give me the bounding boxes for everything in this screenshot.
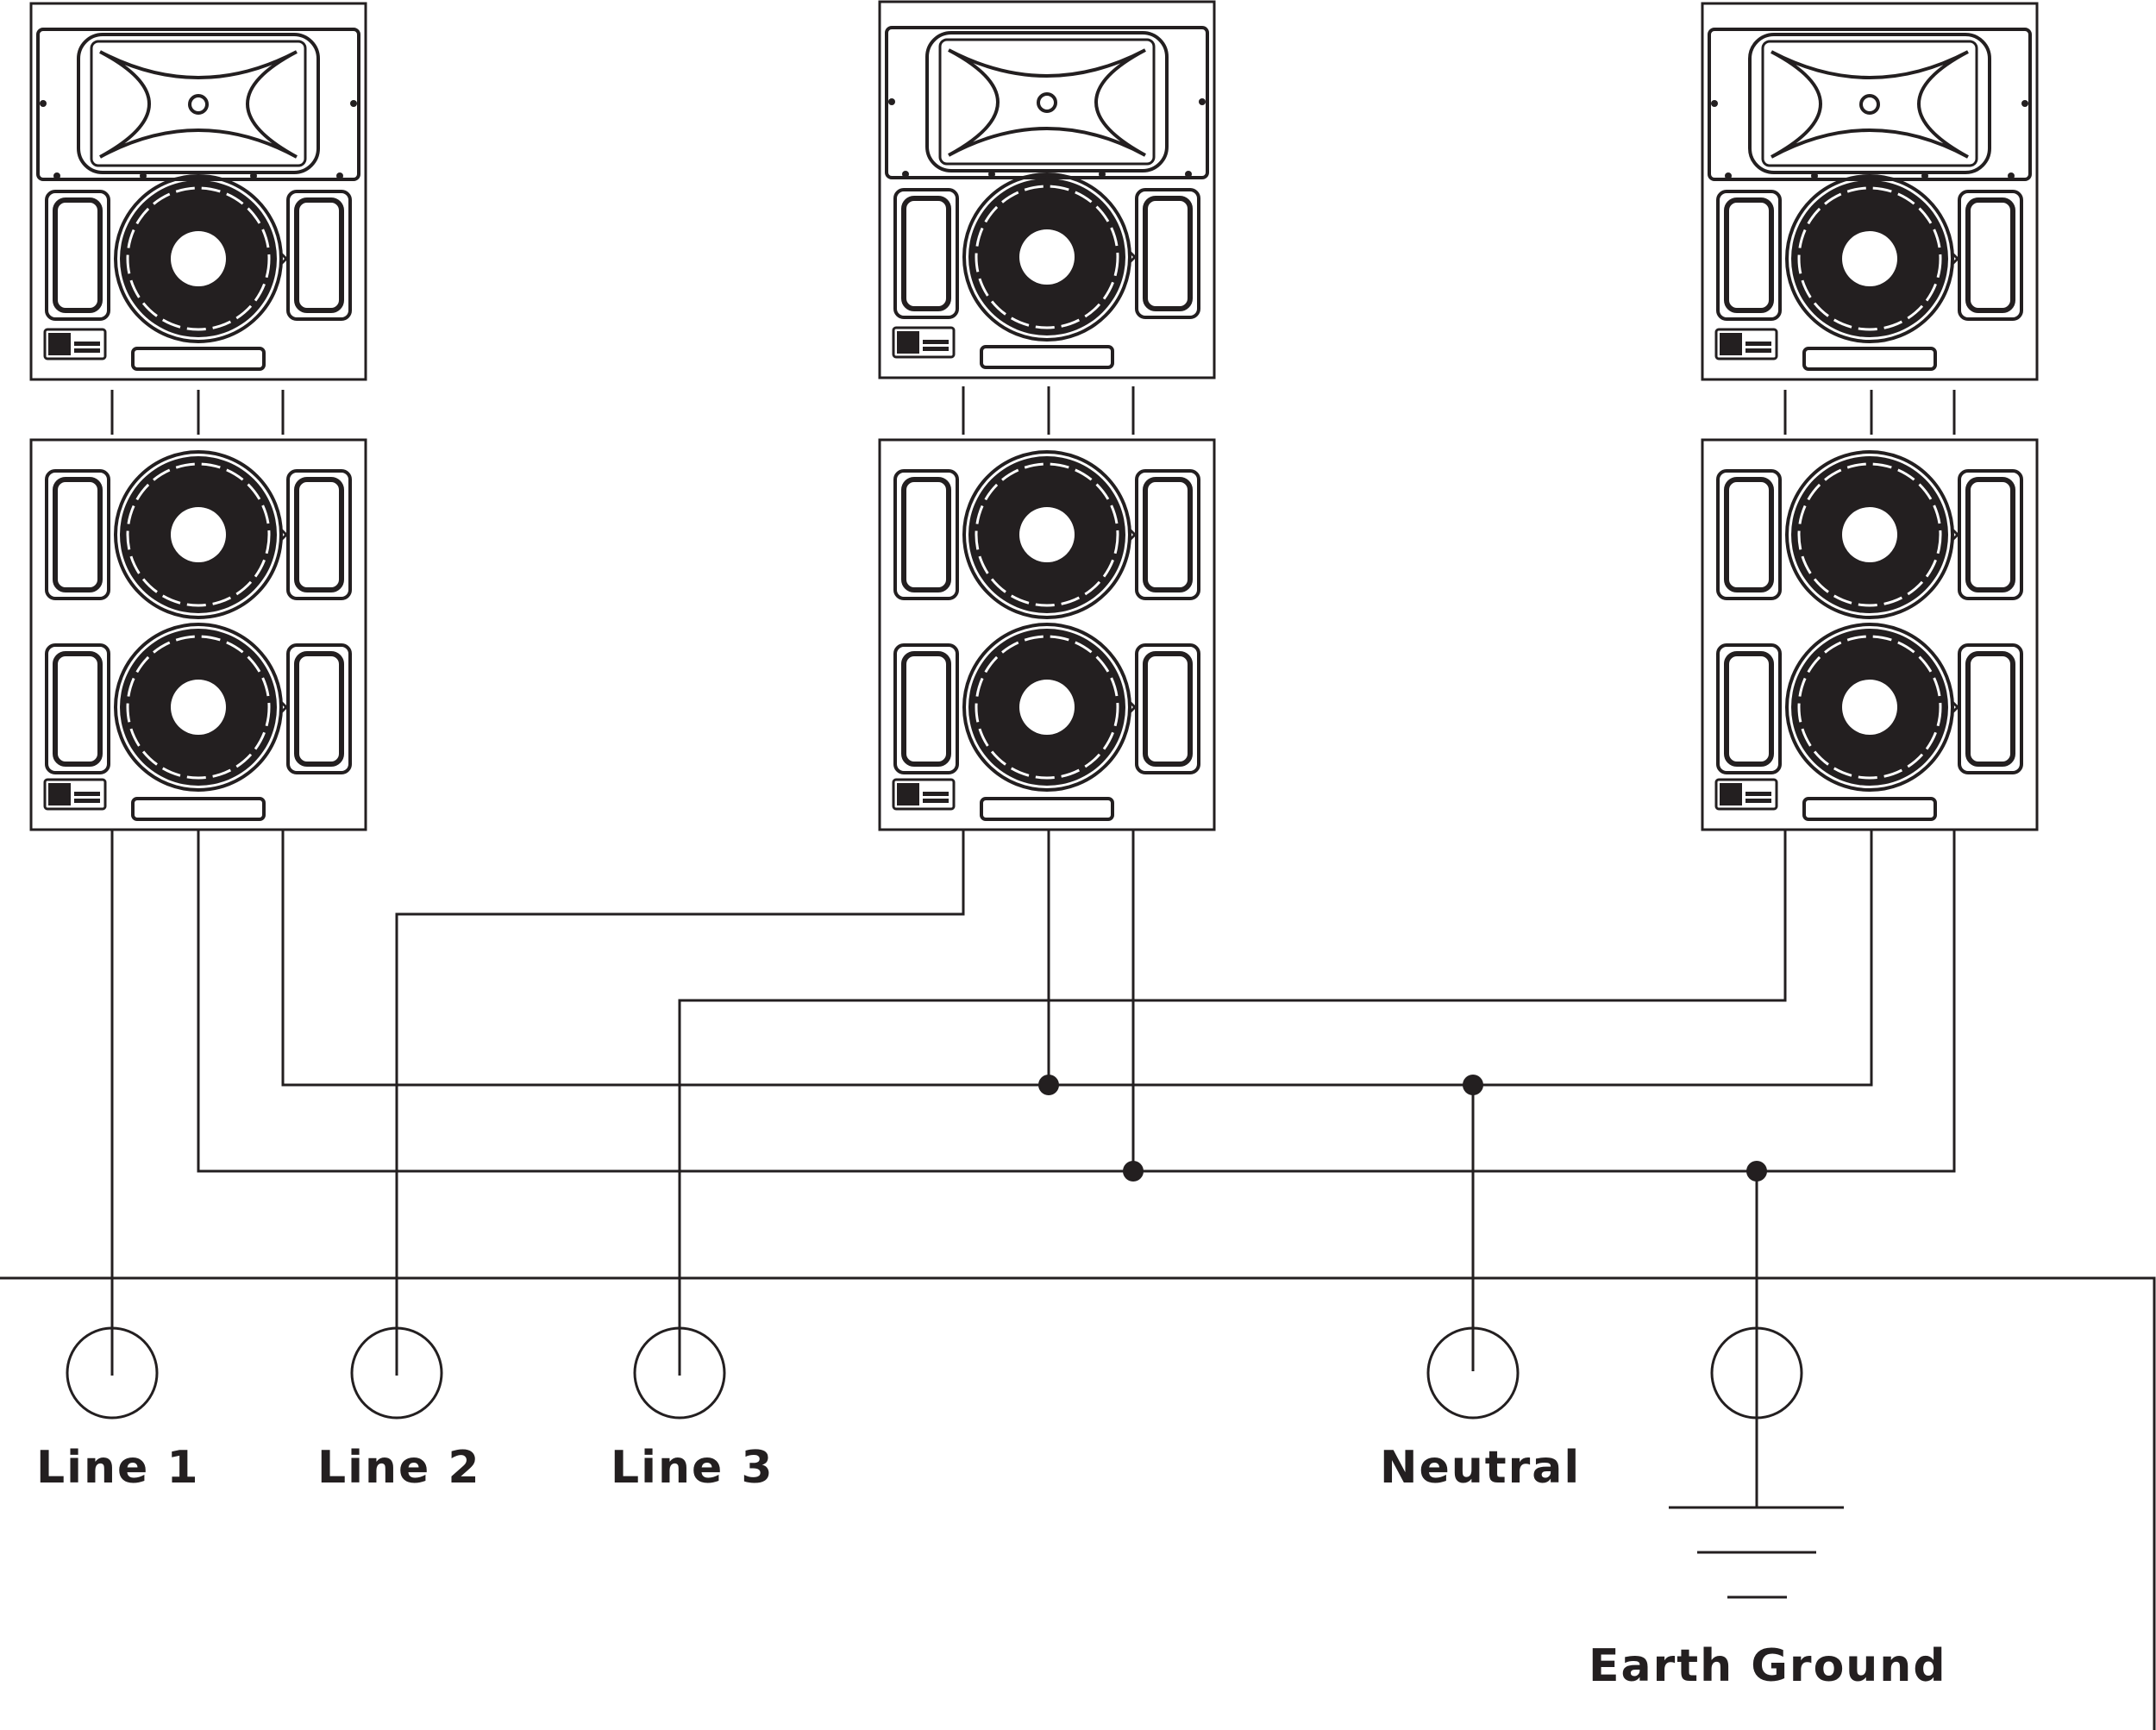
horn-woofer-cabinet xyxy=(1702,3,2037,379)
junction-dots xyxy=(1038,1075,1767,1182)
speaker-stack-center xyxy=(880,2,1214,830)
junction-dot xyxy=(1463,1075,1483,1095)
label-line1: Line 1 xyxy=(36,1442,200,1494)
earth-ground-symbol xyxy=(1669,1506,1844,1599)
wire-line3 xyxy=(678,830,1787,1376)
panel-box xyxy=(0,1276,2156,1730)
wiring xyxy=(110,830,1956,1507)
terminal-line1 xyxy=(66,1326,159,1420)
speaker-stack-left xyxy=(31,3,366,830)
horn-woofer-cabinet xyxy=(31,3,366,379)
label-earth-ground: Earth Ground xyxy=(1589,1640,1947,1692)
wire-neutral-bus xyxy=(281,830,1873,1087)
dual-woofer-cabinet xyxy=(880,440,1214,830)
terminal-line3 xyxy=(633,1326,726,1420)
horn-woofer-cabinet xyxy=(880,2,1214,378)
label-line3: Line 3 xyxy=(611,1442,774,1494)
wire-line2 xyxy=(395,830,965,1376)
terminal-line2 xyxy=(350,1326,443,1420)
terminal-neutral xyxy=(1426,1326,1520,1420)
dual-woofer-cabinet xyxy=(1702,440,2037,830)
junction-dot xyxy=(1746,1161,1767,1182)
terminal-earth xyxy=(1710,1326,1803,1420)
dual-woofer-cabinet xyxy=(31,440,366,830)
label-line2: Line 2 xyxy=(317,1442,481,1494)
junction-dot xyxy=(1123,1161,1144,1182)
wire-ground-bus xyxy=(197,830,1956,1173)
speaker-stack-right xyxy=(1702,3,2037,830)
label-neutral: Neutral xyxy=(1380,1442,1582,1494)
terminals xyxy=(66,1326,1803,1420)
junction-dot xyxy=(1038,1075,1059,1095)
